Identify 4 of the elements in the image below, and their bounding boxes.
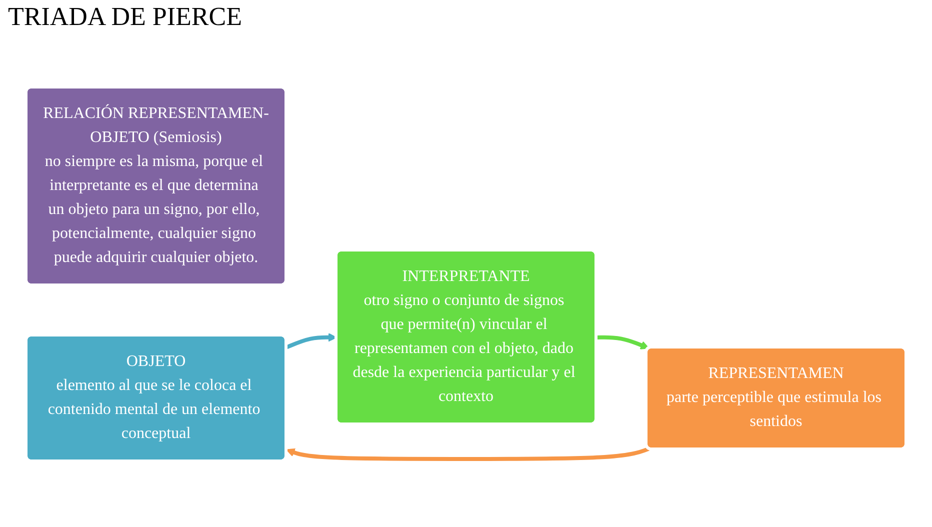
arrow: [286, 332, 337, 350]
arrow: [596, 335, 650, 350]
arrow: [286, 446, 650, 461]
diagram-title: TRIADA DE PIERCE: [8, 2, 243, 32]
